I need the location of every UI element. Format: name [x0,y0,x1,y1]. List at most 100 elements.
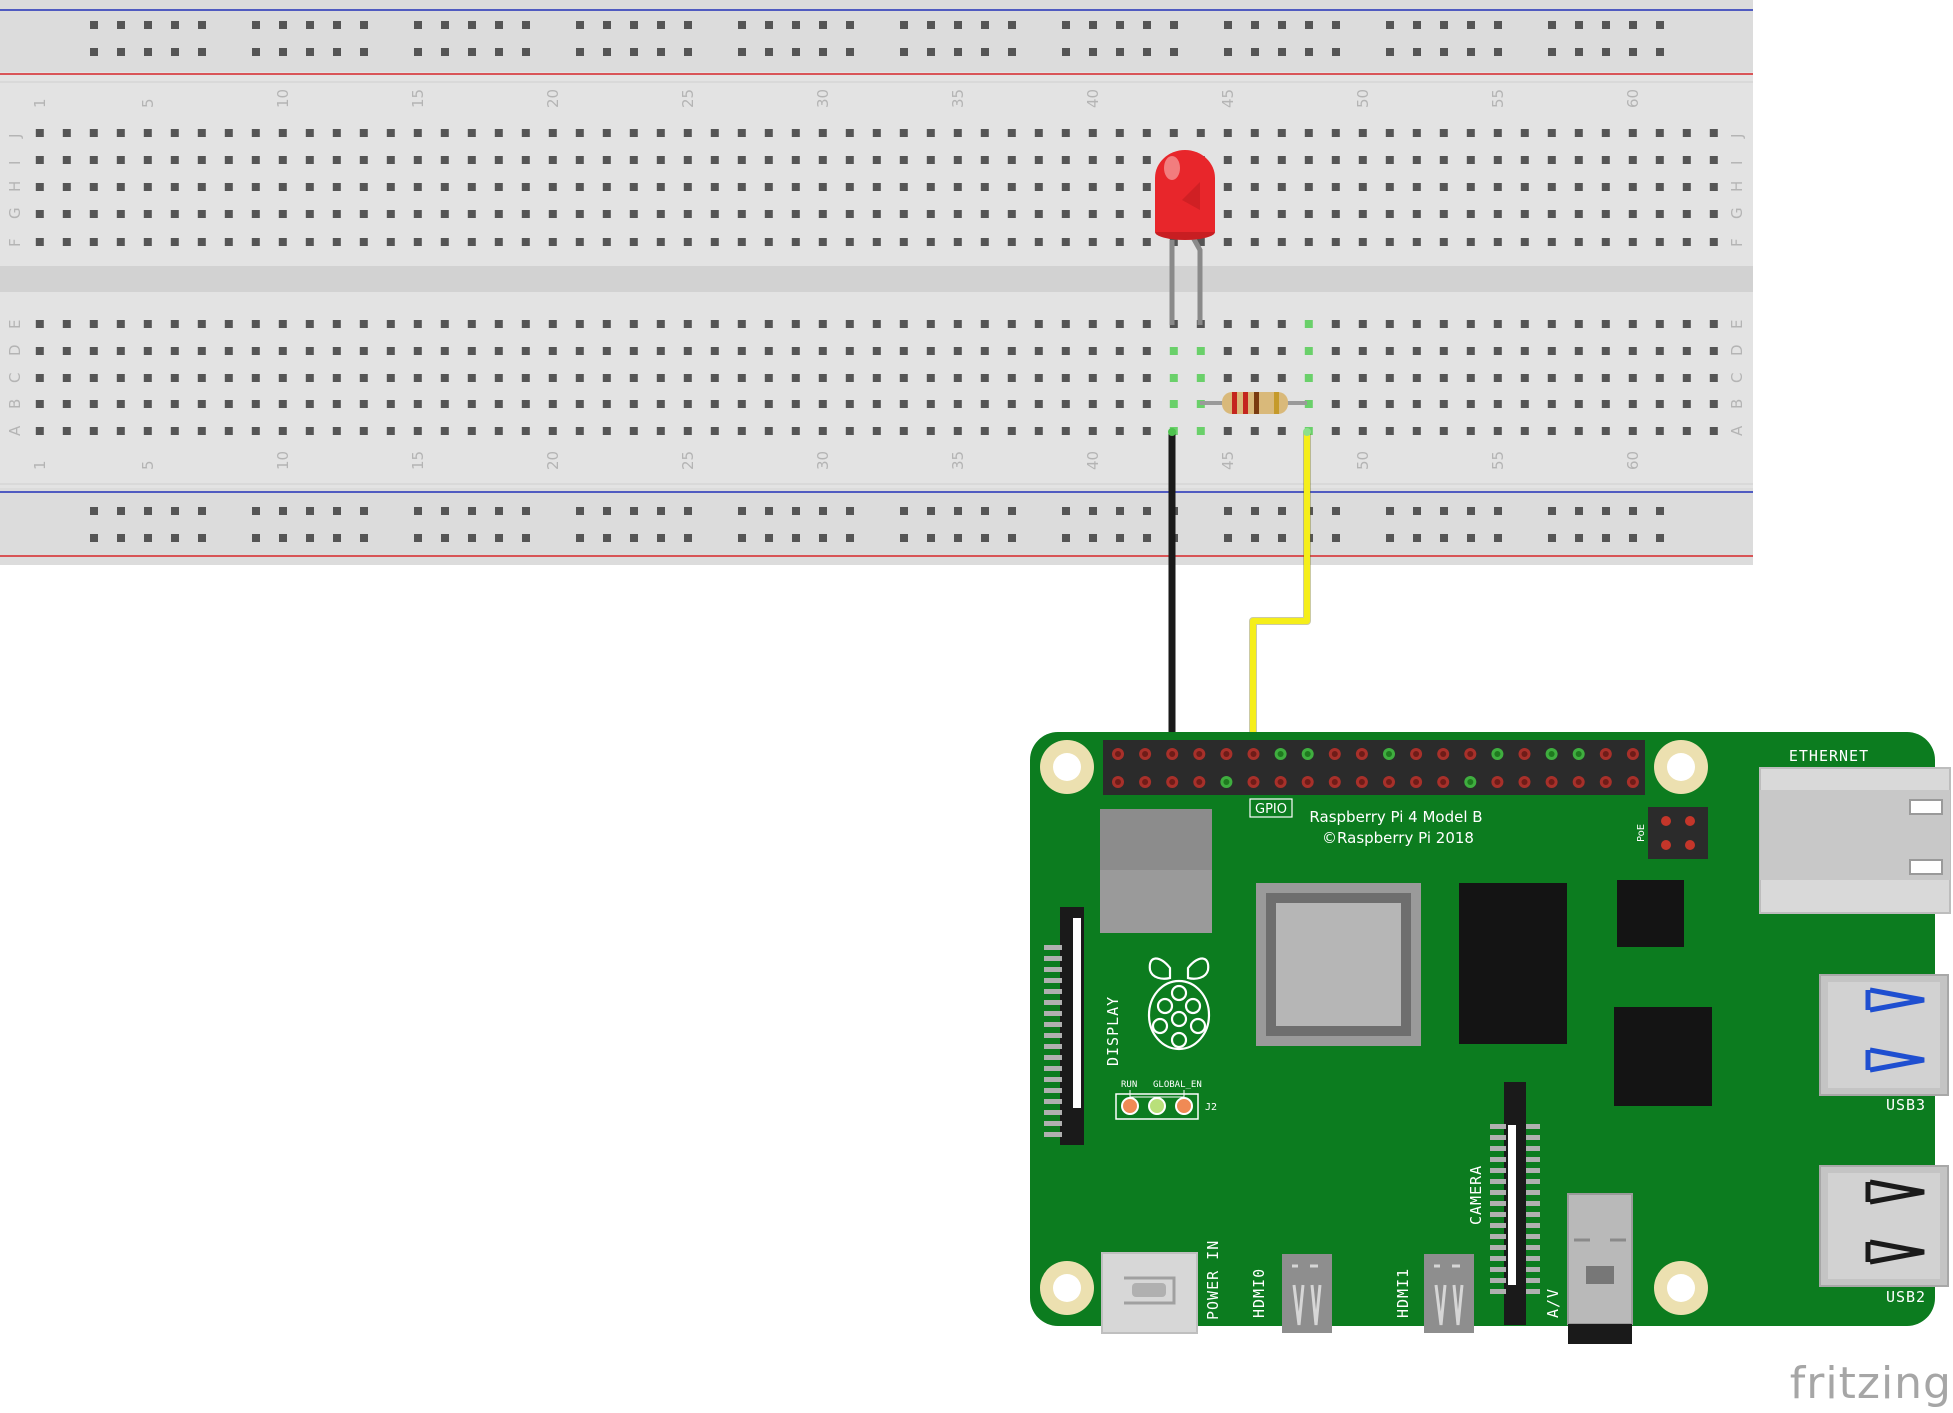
breadboard-hole[interactable] [1520,156,1529,164]
breadboard-hole[interactable] [1331,210,1340,218]
breadboard-hole[interactable] [818,427,827,435]
breadboard-hole[interactable] [926,320,935,328]
rail-hole[interactable] [1629,48,1637,56]
breadboard-hole[interactable] [1331,129,1340,137]
breadboard-hole[interactable] [548,320,557,328]
rail-hole[interactable] [441,48,449,56]
rail-hole[interactable] [1629,21,1637,29]
rail-hole[interactable] [468,21,476,29]
breadboard-hole[interactable] [1466,320,1475,328]
breadboard-hole[interactable] [1385,374,1394,382]
breadboard-hole[interactable] [1547,156,1556,164]
gpio-pin[interactable] [1355,776,1368,788]
breadboard-hole[interactable] [1088,210,1097,218]
rail-hole[interactable] [1008,48,1016,56]
breadboard-hole[interactable] [1358,374,1367,382]
rail-hole[interactable] [1089,534,1097,542]
breadboard-hole[interactable] [1277,156,1286,164]
gpio-pin[interactable] [1626,748,1639,760]
breadboard-hole[interactable] [1250,238,1259,246]
breadboard-hole[interactable] [1709,129,1718,137]
breadboard-hole[interactable] [1682,374,1691,382]
breadboard-hole[interactable] [467,210,476,218]
power-in-port[interactable] [1101,1252,1198,1334]
rail-hole[interactable] [981,507,989,515]
breadboard-hole[interactable] [845,210,854,218]
breadboard-hole[interactable] [1466,427,1475,435]
rail-hole[interactable] [306,48,314,56]
breadboard-hole[interactable] [251,210,260,218]
breadboard-hole[interactable] [1331,374,1340,382]
rail-hole[interactable] [738,534,746,542]
rail-hole[interactable] [90,507,98,515]
breadboard-hole[interactable] [953,400,962,408]
breadboard-hole[interactable] [1547,347,1556,355]
rail-hole[interactable] [954,21,962,29]
breadboard-hole[interactable] [1628,427,1637,435]
rail-hole[interactable] [198,21,206,29]
breadboard-hole[interactable] [899,347,908,355]
breadboard-hole[interactable] [1304,320,1313,328]
gpio-pin[interactable] [1139,748,1152,760]
breadboard-hole[interactable] [710,238,719,246]
breadboard-hole[interactable] [359,129,368,137]
gpio-pin[interactable] [1626,776,1639,788]
breadboard-hole[interactable] [1250,183,1259,191]
breadboard-hole[interactable] [1385,400,1394,408]
rail-hole[interactable] [765,48,773,56]
rail-hole[interactable] [117,534,125,542]
breadboard-hole[interactable] [143,183,152,191]
rail-hole[interactable] [630,48,638,56]
breadboard-hole[interactable] [170,156,179,164]
breadboard-hole[interactable] [1439,374,1448,382]
rail-hole[interactable] [171,21,179,29]
breadboard-hole[interactable] [278,238,287,246]
breadboard-hole[interactable] [278,210,287,218]
breadboard-hole[interactable] [305,427,314,435]
gpio-pin[interactable] [1410,776,1423,788]
breadboard-hole[interactable] [116,374,125,382]
breadboard-hole[interactable] [953,427,962,435]
breadboard-hole[interactable] [1439,129,1448,137]
breadboard-hole[interactable] [710,210,719,218]
breadboard-hole[interactable] [1115,210,1124,218]
rail-hole[interactable] [846,534,854,542]
breadboard-hole[interactable] [656,129,665,137]
breadboard-hole[interactable] [467,238,476,246]
rail-hole[interactable] [765,507,773,515]
breadboard-hole[interactable] [305,210,314,218]
breadboard-hole[interactable] [791,238,800,246]
breadboard-hole[interactable] [1547,320,1556,328]
breadboard-hole[interactable] [170,320,179,328]
breadboard-hole[interactable] [278,374,287,382]
breadboard-hole[interactable] [575,427,584,435]
breadboard-hole[interactable] [926,347,935,355]
breadboard-hole[interactable] [251,183,260,191]
rail-hole[interactable] [1008,507,1016,515]
breadboard-hole[interactable] [1088,374,1097,382]
breadboard-hole[interactable] [629,238,638,246]
rail-hole[interactable] [819,21,827,29]
hdmi0-port[interactable] [1282,1254,1332,1333]
rail-hole[interactable] [144,48,152,56]
breadboard-hole[interactable] [1574,129,1583,137]
breadboard-hole[interactable] [575,210,584,218]
rail-hole[interactable] [1278,534,1286,542]
rail-hole[interactable] [1602,21,1610,29]
breadboard-hole[interactable] [845,374,854,382]
breadboard-hole[interactable] [224,156,233,164]
rail-hole[interactable] [765,21,773,29]
gpio-pin[interactable] [1545,776,1558,788]
breadboard-hole[interactable] [1493,320,1502,328]
rail-hole[interactable] [306,21,314,29]
breadboard-hole[interactable] [953,347,962,355]
rail-hole[interactable] [819,534,827,542]
breadboard-hole[interactable] [521,374,530,382]
breadboard-hole[interactable] [899,129,908,137]
rail-hole[interactable] [1602,507,1610,515]
breadboard-hole[interactable] [1358,427,1367,435]
breadboard-hole[interactable] [467,400,476,408]
rail-hole[interactable] [1251,48,1259,56]
breadboard-hole[interactable] [791,400,800,408]
gpio-pin[interactable] [1464,776,1477,788]
